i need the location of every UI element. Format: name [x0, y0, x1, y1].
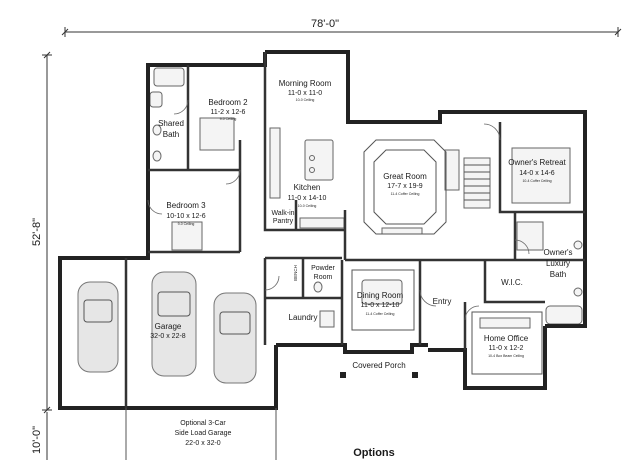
room-morning-room: Morning Room 11-0 x 11-0 10-0 Ceiling [279, 79, 332, 102]
owners-retreat-name: Owner's Retreat [508, 158, 566, 167]
powder-line2: Room [314, 274, 333, 281]
garage-size: 32-0 x 22-8 [150, 333, 186, 340]
owners-retreat-size: 14-0 x 14-6 [519, 170, 555, 177]
kitchen-name: Kitchen [294, 183, 321, 192]
overall-depth-label: 52'-8" [31, 218, 43, 246]
options-heading: Options [353, 447, 395, 459]
porch-posts [340, 372, 418, 378]
covered-porch-label: Covered Porch [352, 361, 405, 370]
garage-cars [77, 271, 257, 384]
door-swings [147, 99, 530, 321]
optional-garage-size: 22-0 x 32-0 [185, 440, 221, 447]
kitchen-ceiling: 10-0 Ceiling [298, 204, 317, 208]
width-dimension [61, 27, 622, 37]
dining-room-ceiling: 11-4 Coffer Ceiling [366, 312, 395, 316]
owners-bath-line2: Luxury [546, 259, 570, 268]
room-owners-bath: Owner's Luxury Bath [543, 248, 572, 279]
optional-garage-labels: Optional 3-Car Side Load Garage 22-0 x 3… [175, 420, 232, 447]
owners-bath-line1: Owner's [543, 248, 572, 257]
morning-room-name: Morning Room [279, 79, 332, 88]
shared-bath-line1: Shared [158, 119, 184, 128]
morning-room-ceiling: 10-0 Ceiling [296, 98, 315, 102]
optional-garage-outline [125, 408, 277, 460]
bedroom3-name: Bedroom 3 [166, 201, 206, 210]
exterior-walls [58, 50, 587, 410]
room-powder: Powder Room [311, 265, 335, 281]
room-great-room: Great Room 17-7 x 19-9 11-4 Coffer Ceili… [383, 172, 427, 196]
dining-room-size: 11-0 x 12-10 [361, 302, 400, 309]
great-room-name: Great Room [383, 172, 427, 181]
bedroom2-ceiling: 9-0 Ceiling [220, 117, 237, 121]
owners-retreat-ceiling: 10-4 Coffer Ceiling [522, 179, 551, 183]
shared-bath-line2: Bath [163, 130, 179, 139]
bench-label: BENCH [293, 265, 298, 281]
morning-room-size: 11-0 x 11-0 [288, 90, 322, 97]
overall-width-label: 78'-0" [311, 18, 339, 30]
room-walkin-pantry: Walk-in Pantry [271, 210, 294, 225]
room-bedroom-3: Bedroom 3 10-10 x 12-6 9-0 Ceiling [166, 201, 206, 226]
room-home-office: Home Office 11-0 x 12-2 10-4 Box Beam Ce… [484, 334, 529, 358]
room-dining-room: Dining Room 11-0 x 12-10 11-4 Coffer Cei… [357, 291, 404, 316]
room-owners-retreat: Owner's Retreat 14-0 x 14-6 10-4 Coffer … [508, 158, 566, 183]
home-office-name: Home Office [484, 334, 529, 343]
owners-bath-line3: Bath [550, 270, 566, 279]
great-room-ceiling: 11-4 Coffer Ceiling [391, 192, 420, 196]
interior-walls [124, 52, 585, 408]
optional-garage-line1: Optional 3-Car [180, 420, 226, 427]
pantry-line2: Pantry [273, 218, 294, 225]
room-shared-bath: Shared Bath [158, 119, 184, 139]
bedroom3-ceiling: 9-0 Ceiling [178, 222, 195, 226]
ceiling-outlines [351, 139, 543, 375]
entry-label: Entry [433, 297, 452, 306]
garage-name: Garage [155, 322, 182, 331]
room-bedroom-2: Bedroom 2 11-2 x 12-6 9-0 Ceiling [208, 98, 248, 121]
pantry-line1: Walk-in [271, 210, 294, 217]
room-kitchen: Kitchen 11-0 x 14-10 10-0 Ceiling [288, 183, 327, 208]
optional-garage-line2: Side Load Garage [175, 430, 232, 437]
room-garage: Garage 32-0 x 22-8 [150, 322, 186, 340]
depth-dimension [42, 51, 52, 460]
wic-label: W.I.C. [501, 278, 523, 287]
home-office-ceiling: 10-4 Box Beam Ceiling [488, 354, 524, 358]
fixtures [149, 67, 583, 329]
bedroom3-size: 10-10 x 12-6 [166, 213, 205, 220]
bedroom2-size: 11-2 x 12-6 [211, 109, 246, 116]
great-room-size: 17-7 x 19-9 [387, 183, 423, 190]
home-office-size: 11-0 x 12-2 [489, 345, 524, 352]
option-depth-label: 10'-0" [31, 426, 43, 454]
dining-room-name: Dining Room [357, 291, 404, 300]
bedroom2-name: Bedroom 2 [208, 98, 248, 107]
laundry-label: Laundry [289, 313, 318, 322]
powder-line1: Powder [311, 265, 335, 272]
kitchen-size: 11-0 x 14-10 [288, 195, 327, 202]
